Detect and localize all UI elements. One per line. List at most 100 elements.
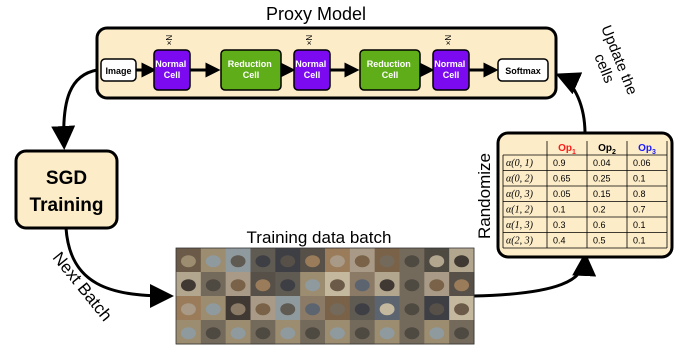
training-image-subject <box>280 303 296 316</box>
training-image-subject <box>404 255 420 268</box>
sgd-label: SGD <box>46 168 87 189</box>
training-image-subject <box>379 303 395 316</box>
table-cell: 0.7 <box>633 205 646 215</box>
training-image-subject <box>230 303 246 316</box>
normal-cell-label-line1: Normal <box>295 59 326 69</box>
training-image-subject <box>305 303 321 316</box>
normal-cell-node <box>432 49 470 91</box>
normal-cell-node <box>153 49 191 91</box>
table-row-label: α(0, 2) <box>506 174 534 185</box>
proxy-to-sgd-arrow <box>51 68 98 150</box>
training-image-subject <box>454 255 470 268</box>
batch-to-table-arrow <box>473 252 597 298</box>
normal-cell-label-line2: Cell <box>304 70 321 80</box>
reduction-cell-label-line1: Reduction <box>228 59 272 69</box>
table-row-label: α(1, 2) <box>506 205 534 216</box>
softmax-node-label: Softmax <box>505 66 541 76</box>
reduction-cell-label: Reduction Cell <box>228 59 275 80</box>
normal-cell-label: Normal Cell <box>434 59 468 80</box>
training-image-subject <box>429 303 445 316</box>
training-label: Training <box>30 195 104 216</box>
training-image-subject <box>354 279 370 292</box>
table-row-label: α(0, 3) <box>506 189 534 200</box>
training-image-subject <box>255 303 271 316</box>
table-cell: 0.4 <box>553 236 566 246</box>
normal-cell-label-line1: Normal <box>434 59 465 69</box>
training-image-subject <box>180 303 196 316</box>
training-image-subject <box>230 255 246 268</box>
table-cell: 0.9 <box>553 158 566 168</box>
next-batch-arrow <box>64 227 174 308</box>
training-image-frame <box>175 247 475 345</box>
normal-cell-label-line1: Normal <box>155 59 186 69</box>
table-cell: 0.65 <box>553 174 571 184</box>
table-cell: 0.5 <box>593 236 606 246</box>
reduction-cell-label: Reduction Cell <box>367 59 414 80</box>
training-image-subject <box>205 279 221 292</box>
table-cell: 0.8 <box>633 189 646 199</box>
normal-cell-label-line2: Cell <box>443 70 460 80</box>
table-cell: 0.25 <box>593 174 611 184</box>
table-row-label: α(2, 3) <box>506 236 534 247</box>
table-row-label: α(0, 1) <box>506 158 534 169</box>
training-image-subject <box>230 327 246 340</box>
training-image-subject <box>404 279 420 292</box>
training-image-subject <box>354 327 370 340</box>
repeat-n-label: ×N <box>165 35 174 46</box>
training-image-subject <box>329 303 345 316</box>
table-header: Op3 <box>638 143 656 156</box>
training-image-subject <box>180 255 196 268</box>
training-image-subject <box>255 279 271 292</box>
training-image-subject <box>305 255 321 268</box>
training-image-subject <box>379 327 395 340</box>
weights-table-panel <box>496 131 674 259</box>
training-image-subject <box>429 279 445 292</box>
randomize-label: Randomize <box>475 153 494 239</box>
image-node <box>100 58 137 82</box>
training-image-subject <box>454 303 470 316</box>
softmax-node <box>497 58 549 82</box>
repeat-n-label: ×N <box>305 35 314 46</box>
table-header: Op2 <box>598 143 616 156</box>
image-node-label: Image <box>105 66 131 76</box>
training-image-subject <box>329 327 345 340</box>
training-image-subject <box>280 279 296 292</box>
table-cell: 0.04 <box>593 158 611 168</box>
training-image-subject <box>305 279 321 292</box>
training-image-subject <box>454 279 470 292</box>
training-image-subject <box>205 327 221 340</box>
training-image-subject <box>354 303 370 316</box>
training-image-subject <box>205 255 221 268</box>
table-cell: 0.6 <box>593 220 606 230</box>
reduction-cell-node <box>359 49 421 91</box>
training-image-subject <box>180 279 196 292</box>
reduction-cell-label-line2: Cell <box>243 70 260 80</box>
reduction-cell-node <box>220 49 282 91</box>
training-image-subject <box>329 255 345 268</box>
training-image-subject <box>379 255 395 268</box>
table-row-label: α(1, 3) <box>506 220 534 231</box>
sgd-training-box <box>14 149 119 230</box>
training-image-subject <box>379 279 395 292</box>
normal-cell-node <box>293 49 331 91</box>
training-image-subject <box>280 327 296 340</box>
proxy-model-title: Proxy Model <box>266 4 366 24</box>
table-cell: 0.06 <box>633 158 651 168</box>
training-data-label: Training data batch <box>247 228 392 247</box>
training-image-subject <box>255 327 271 340</box>
flow-arrows <box>51 68 597 308</box>
training-image-subject <box>404 327 420 340</box>
training-image-subject <box>205 303 221 316</box>
table-cell: 0.2 <box>593 205 606 215</box>
training-image-subject <box>404 303 420 316</box>
training-image-subject <box>429 255 445 268</box>
training-image-subject <box>454 327 470 340</box>
table-cell: 0.1 <box>633 236 646 246</box>
training-image-grid <box>176 248 475 345</box>
update-cells-arrow <box>555 72 587 135</box>
normal-cell-label: Normal Cell <box>155 59 189 80</box>
table-cell: 0.15 <box>593 189 611 199</box>
training-image-subject <box>280 255 296 268</box>
